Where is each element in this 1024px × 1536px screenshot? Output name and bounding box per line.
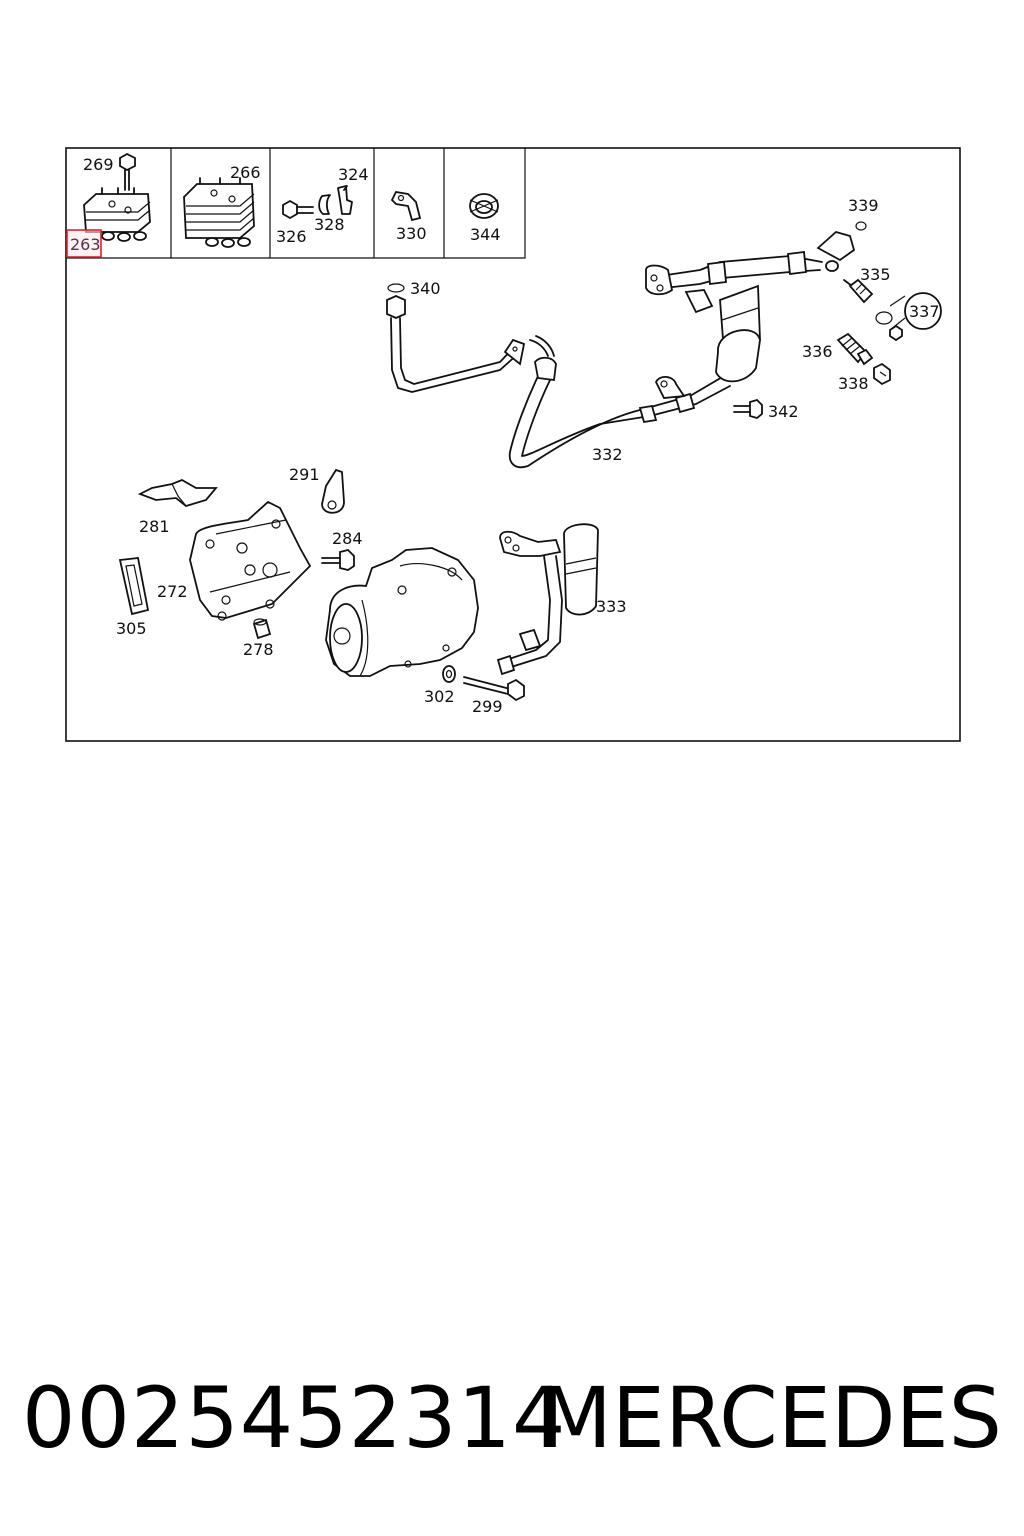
label-338[interactable]: 338 — [838, 374, 869, 393]
label-269[interactable]: 269 — [83, 155, 114, 174]
label-339[interactable]: 339 — [848, 196, 879, 215]
label-344[interactable]: 344 — [470, 225, 501, 244]
part-330-bracket[interactable] — [390, 191, 422, 222]
inset-panels — [66, 148, 526, 259]
label-326[interactable]: 326 — [276, 227, 307, 246]
part-332-hose[interactable] — [508, 230, 856, 469]
part-305-gasket[interactable] — [118, 557, 150, 616]
parts-diagram: 263 269 266 324 328 326 330 344 340 339 … — [65, 147, 961, 742]
label-336[interactable]: 336 — [802, 342, 833, 361]
brand-name: MERCEDES — [539, 1369, 1002, 1467]
part-291-bracket[interactable] — [321, 468, 345, 514]
footer: 0025452314 MERCEDES — [0, 1368, 1024, 1468]
label-337[interactable]: 337 — [909, 302, 940, 321]
part-number: 0025452314 — [22, 1369, 567, 1467]
label-330[interactable]: 330 — [396, 224, 427, 243]
part-299-bolt[interactable] — [463, 676, 525, 702]
label-272[interactable]: 272 — [157, 582, 188, 601]
label-278[interactable]: 278 — [243, 640, 274, 659]
diagram-frame — [65, 147, 961, 742]
label-324[interactable]: 324 — [338, 165, 369, 184]
label-291[interactable]: 291 — [289, 465, 320, 484]
part-333-line[interactable] — [496, 523, 599, 676]
part-340-pipe[interactable] — [386, 283, 555, 393]
label-333[interactable]: 333 — [596, 597, 627, 616]
part-278-sleeve[interactable] — [252, 618, 272, 640]
label-305[interactable]: 305 — [116, 619, 147, 638]
compressor[interactable] — [325, 547, 479, 677]
part-266-relay[interactable] — [183, 177, 255, 248]
part-281-bracket[interactable] — [137, 479, 218, 507]
part-326-bolt[interactable] — [282, 199, 314, 220]
label-299[interactable]: 299 — [472, 697, 503, 716]
label-332[interactable]: 332 — [592, 445, 623, 464]
part-302-washer[interactable] — [442, 665, 456, 683]
part-337-callout[interactable] — [875, 292, 942, 342]
part-335-valve[interactable] — [843, 278, 874, 304]
part-339-oring[interactable] — [855, 221, 867, 231]
label-302[interactable]: 302 — [424, 687, 455, 706]
label-328[interactable]: 328 — [314, 215, 345, 234]
part-344-bearing[interactable] — [469, 193, 499, 219]
label-342[interactable]: 342 — [768, 402, 799, 421]
part-284-bolt[interactable] — [321, 549, 355, 571]
part-269-bolt[interactable] — [119, 152, 136, 191]
part-263-relay[interactable] — [83, 187, 151, 242]
part-336-switch[interactable] — [836, 332, 874, 366]
label-263[interactable]: 263 — [70, 235, 101, 254]
part-338-nut[interactable] — [873, 362, 891, 386]
part-342-bolt[interactable] — [733, 398, 763, 419]
part-272-mount[interactable] — [189, 500, 312, 621]
label-340[interactable]: 340 — [410, 279, 441, 298]
part-324-bracket[interactable] — [337, 185, 353, 215]
label-266[interactable]: 266 — [230, 163, 261, 182]
part-328-clip[interactable] — [318, 194, 331, 215]
highlight-box-263 — [66, 229, 102, 258]
label-284[interactable]: 284 — [332, 529, 363, 548]
label-281[interactable]: 281 — [139, 517, 170, 536]
label-335[interactable]: 335 — [860, 265, 891, 284]
